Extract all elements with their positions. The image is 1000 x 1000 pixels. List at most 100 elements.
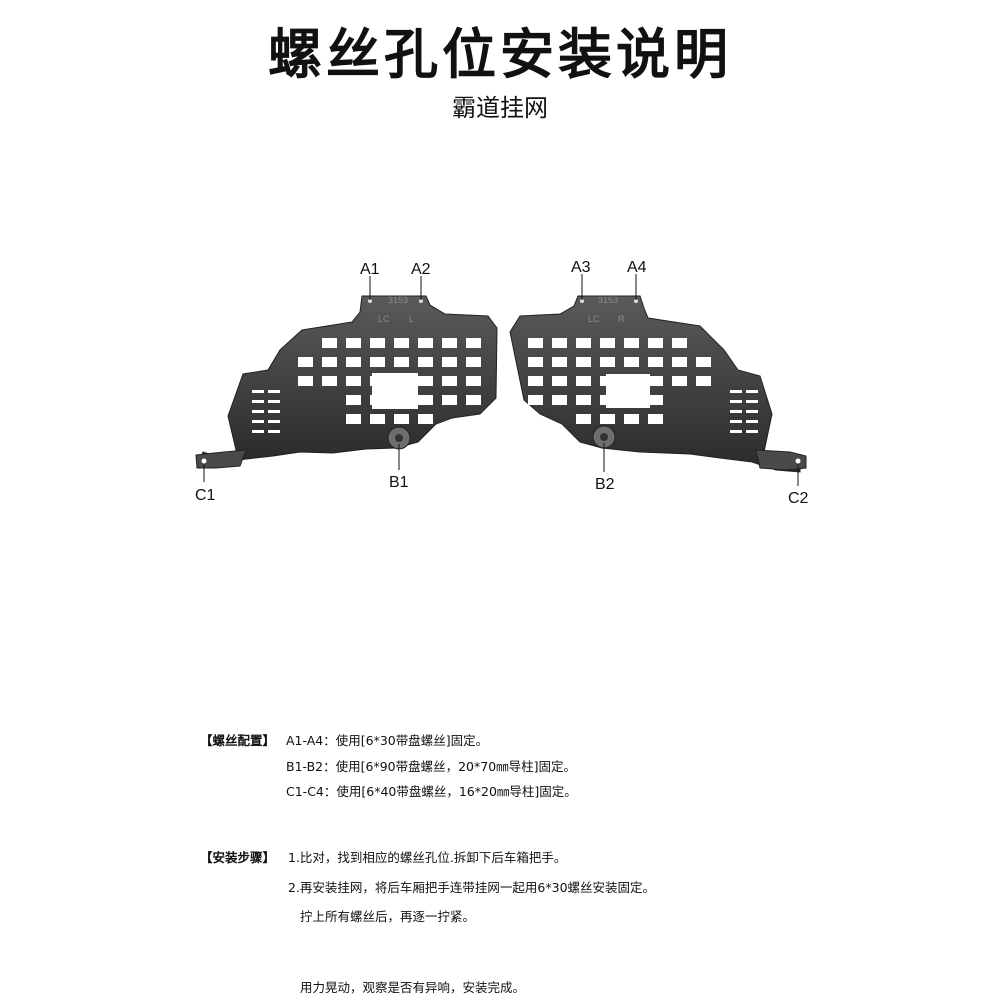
mesh-cell: [528, 338, 543, 348]
right-panel-tag1: LC: [588, 314, 600, 324]
a3-hole: [580, 299, 584, 303]
mesh-cell: [648, 376, 663, 386]
mesh-cell: [696, 357, 711, 367]
mesh-cell: [552, 395, 567, 405]
mesh-cell: [370, 414, 385, 424]
mesh-cell: [672, 338, 687, 348]
mesh-cell: [418, 338, 433, 348]
mesh-cell: [322, 357, 337, 367]
slot: [268, 400, 280, 403]
slot: [268, 420, 280, 423]
slot: [746, 430, 758, 433]
label-c2: C2: [788, 490, 809, 507]
slot: [268, 390, 280, 393]
mesh-cell: [552, 357, 567, 367]
slot: [252, 400, 264, 403]
page-title: 螺丝孔位安装说明: [268, 23, 732, 86]
slot: [252, 410, 264, 413]
label-a3: A3: [571, 259, 591, 276]
mesh-cell: [696, 376, 711, 386]
mesh-cell: [552, 376, 567, 386]
page-subtitle: 霸道挂网: [452, 94, 548, 122]
mesh-cell: [418, 414, 433, 424]
right-mesh-grid: [528, 338, 711, 424]
slot: [730, 420, 742, 423]
slot: [746, 420, 758, 423]
right-mesh-panel: 3153 LC R: [509, 295, 807, 473]
right-center-cutout: [606, 374, 650, 408]
install-steps-heading: 【安装步骤】: [200, 850, 276, 865]
slot: [746, 410, 758, 413]
left-panel-tag2: L: [409, 314, 414, 324]
mesh-cell: [648, 357, 663, 367]
mesh-cell: [394, 414, 409, 424]
screw-config-line-3: C1-C4：使用[6*40带盘螺丝，16*20㎜导柱]固定。: [286, 784, 577, 799]
mesh-cell: [600, 357, 615, 367]
install-step-2: 2.再安装挂网，将后车厢把手连带挂网一起用6*30螺丝安装固定。: [288, 880, 656, 895]
mesh-cell: [466, 395, 481, 405]
label-a4: A4: [627, 259, 647, 276]
mesh-cell: [442, 338, 457, 348]
slot: [252, 430, 264, 433]
mesh-cell: [648, 395, 663, 405]
right-c2-tab: [755, 449, 807, 471]
b2-hole: [600, 433, 608, 441]
mesh-cell: [624, 357, 639, 367]
mesh-cell: [322, 376, 337, 386]
mesh-cell: [624, 414, 639, 424]
slot: [252, 390, 264, 393]
mesh-cell: [672, 357, 687, 367]
left-center-cutout: [372, 373, 418, 409]
label-b2: B2: [595, 476, 615, 493]
mesh-cell: [346, 395, 361, 405]
c2-hole: [795, 458, 801, 464]
slot: [730, 410, 742, 413]
mesh-cell: [298, 357, 313, 367]
install-step-1: 1.比对，找到相应的螺丝孔位.拆卸下后车箱把手。: [288, 850, 567, 865]
slot: [252, 420, 264, 423]
mesh-cell: [624, 338, 639, 348]
right-side-slots: [730, 390, 758, 433]
screw-config-line-2: B1-B2：使用[6*90带盘螺丝，20*70㎜导柱]固定。: [286, 759, 577, 774]
mesh-cell: [370, 357, 385, 367]
mesh-cell: [370, 338, 385, 348]
a4-hole: [634, 299, 638, 303]
slot: [730, 400, 742, 403]
mesh-cell: [466, 357, 481, 367]
mesh-cell: [576, 338, 591, 348]
label-b1: B1: [389, 474, 409, 491]
mesh-cell: [600, 414, 615, 424]
mesh-cell: [528, 376, 543, 386]
mesh-cell: [552, 338, 567, 348]
mesh-cell: [466, 376, 481, 386]
slot: [746, 400, 758, 403]
slot: [730, 430, 742, 433]
mesh-cell: [346, 376, 361, 386]
label-a2: A2: [411, 261, 431, 278]
left-c1-tab: [195, 449, 247, 469]
mesh-cell: [418, 395, 433, 405]
left-side-slots: [252, 390, 280, 433]
screw-config-heading: 【螺丝配置】: [200, 733, 276, 748]
mesh-cell: [576, 376, 591, 386]
install-step-2-cont: 拧上所有螺丝后，再逐一拧紧。: [300, 909, 476, 924]
left-panel-tag1: LC: [378, 314, 390, 324]
right-panel-code: 3153: [598, 295, 618, 305]
label-a1: A1: [360, 261, 380, 278]
mesh-cell: [672, 376, 687, 386]
mesh-cell: [576, 395, 591, 405]
mesh-cell: [648, 338, 663, 348]
screw-config-line-1: A1-A4：使用[6*30带盘螺丝]固定。: [286, 733, 489, 748]
b1-hole: [395, 434, 403, 442]
mesh-cell: [576, 357, 591, 367]
mesh-cell: [418, 376, 433, 386]
mesh-cell: [394, 338, 409, 348]
a2-hole: [419, 299, 423, 303]
right-panel-tag2: R: [618, 314, 625, 324]
left-panel-code: 3153: [388, 295, 408, 305]
mesh-cell: [528, 395, 543, 405]
mesh-cell: [600, 338, 615, 348]
left-mesh-panel: 3153 LC L: [195, 295, 498, 469]
mesh-panel-diagram: 3153 LC L 3153 LC R A1 A2 A3 A4 B1 B2 C1…: [195, 259, 809, 507]
mesh-cell: [442, 395, 457, 405]
